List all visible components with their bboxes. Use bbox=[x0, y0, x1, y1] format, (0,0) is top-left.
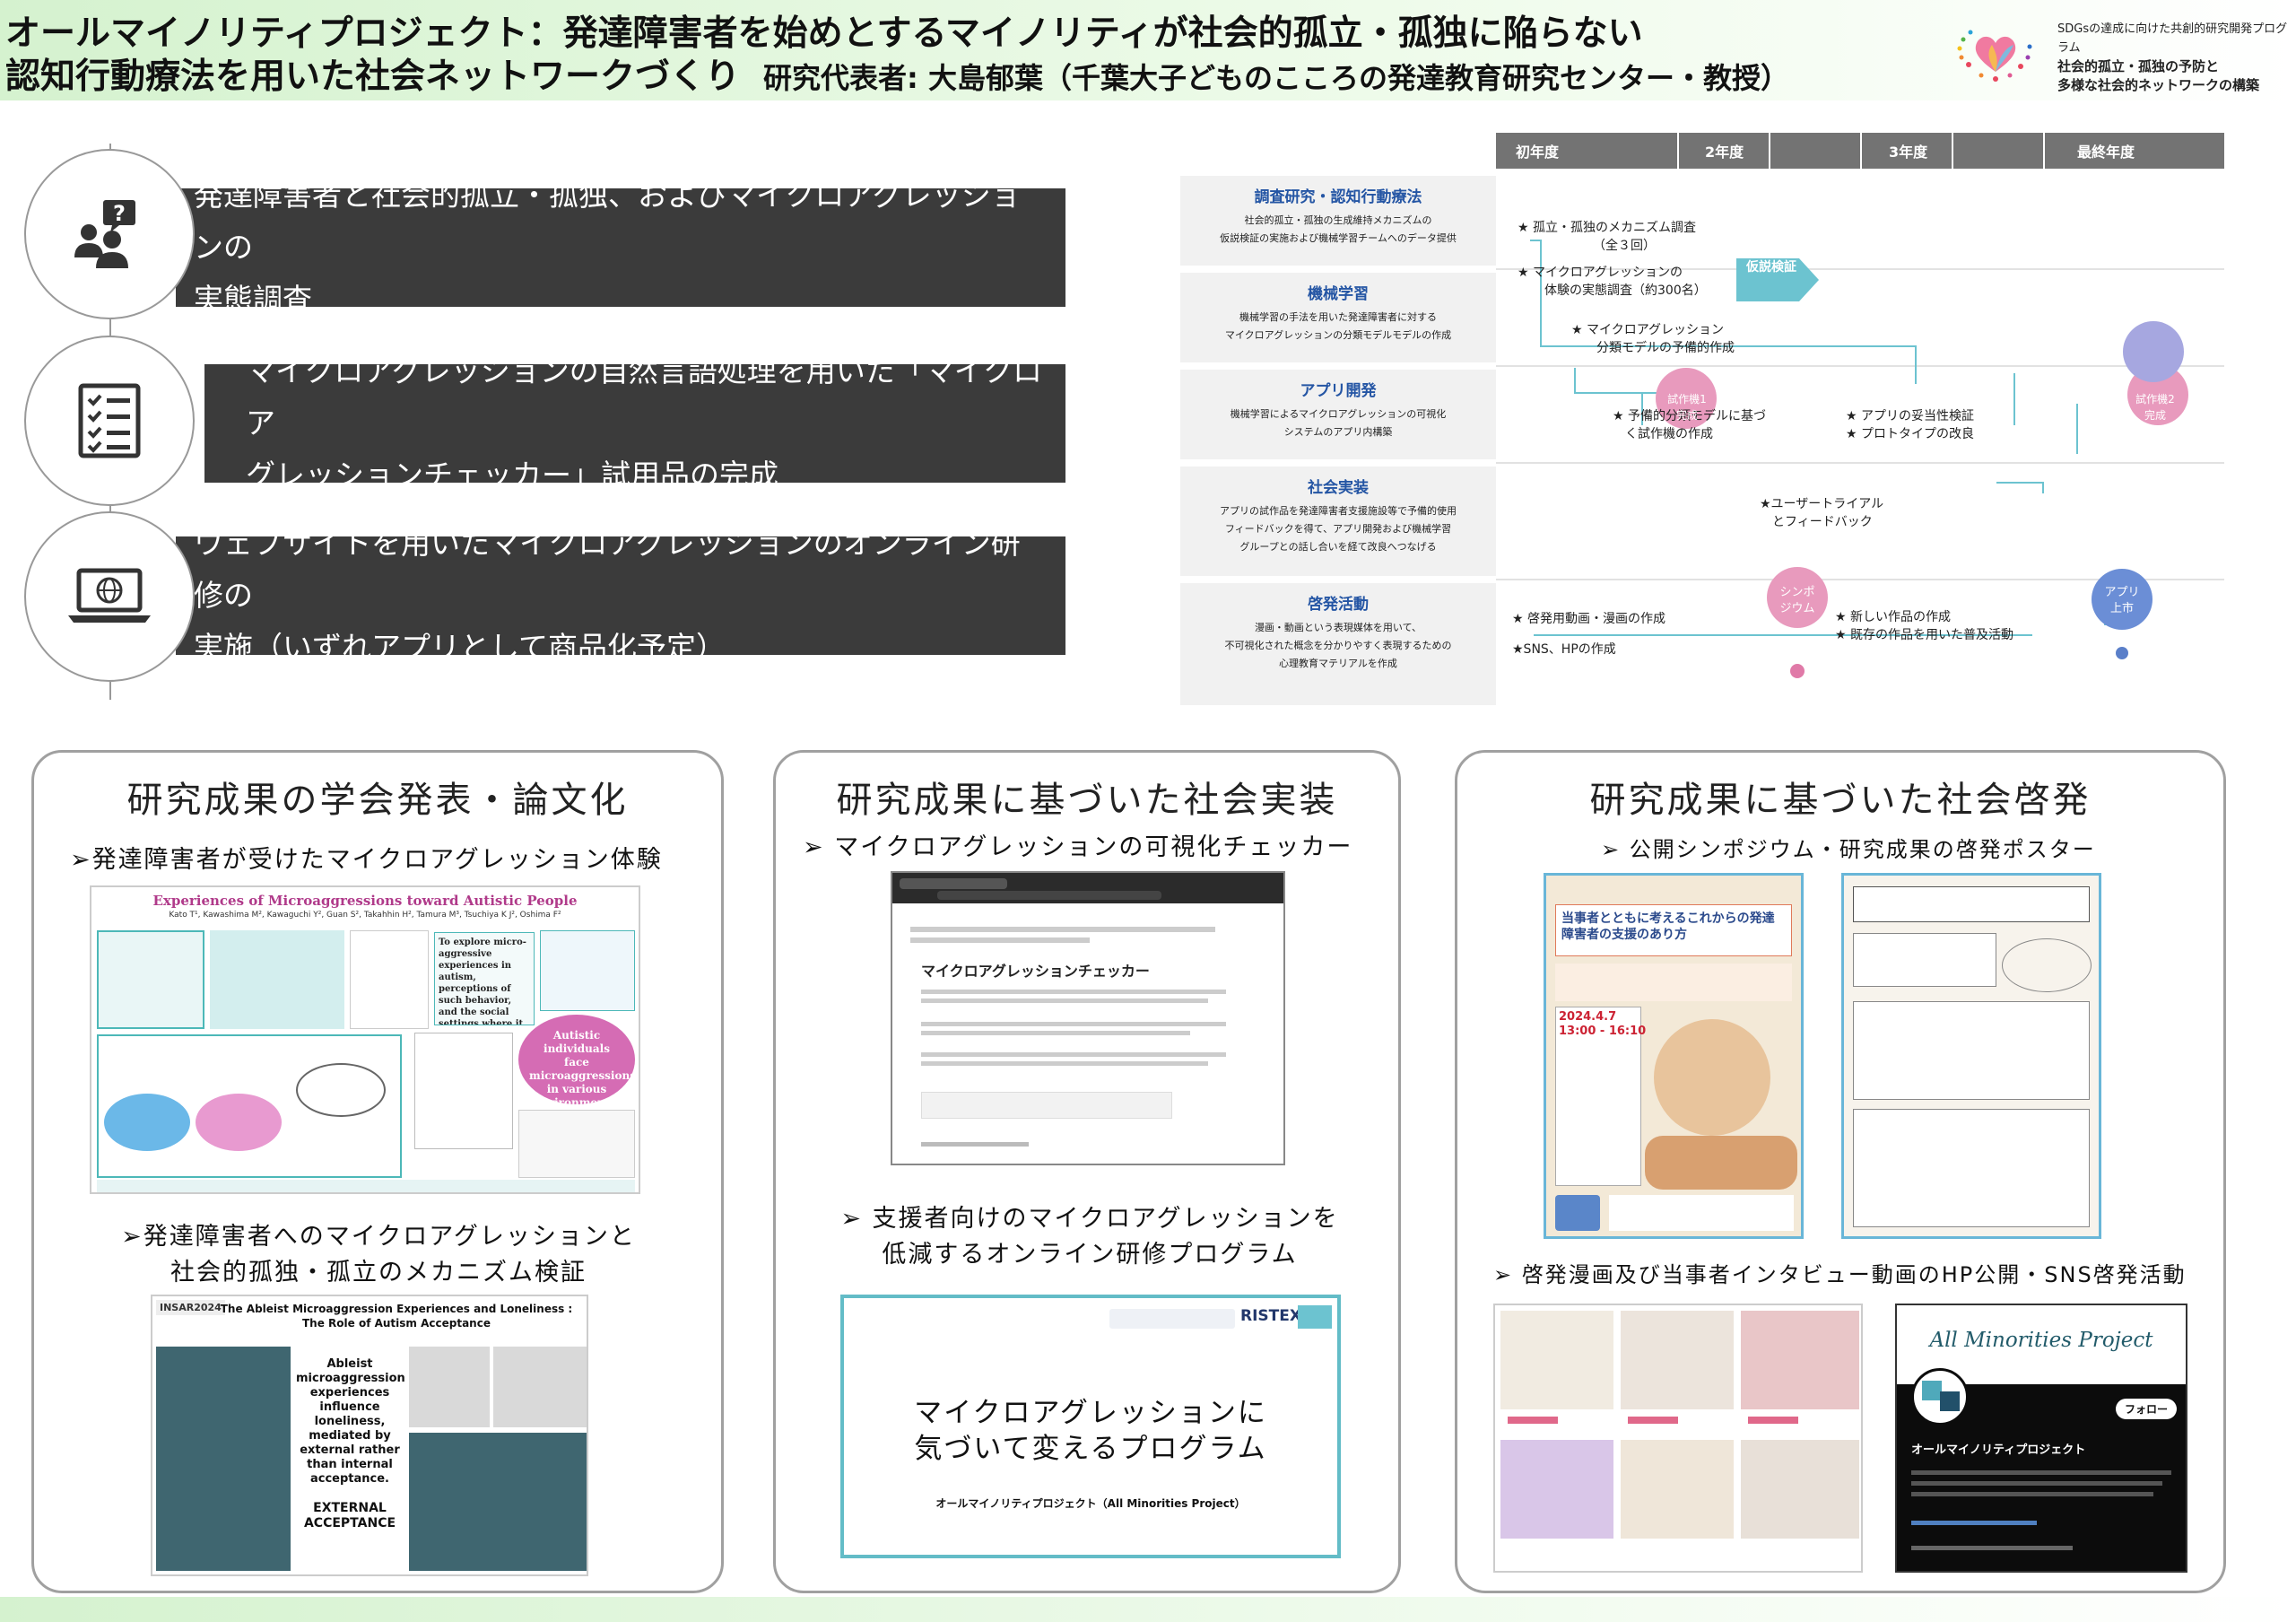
awareness-item-3: ★ 新しい作品の作成★ 既存の作品を用いた普及活動 bbox=[1835, 610, 2014, 642]
roadmap-row-implementation: 社会実装アプリの試作品を発達障害者支援施設等で予備的使用フィードバックを得て、ア… bbox=[1180, 467, 2224, 576]
survey-item-2: ★ マイクロアグレッションの体験の実態調査（約300名） bbox=[1518, 266, 1707, 298]
hypothesis-label: 仮説検証 bbox=[1746, 260, 1796, 275]
panel-awareness: 研究成果に基づいた社会啓発 ➢ 公開シンポジウム・研究成果の啓発ポスター 当事者… bbox=[1455, 750, 2226, 1593]
awareness-item-1: ★ 啓発用動画・漫画の作成 bbox=[1512, 612, 1666, 626]
objective-2: マイクロアグレッションの自然言語処理を用いた「マイクロアグレッションチェッカー」… bbox=[204, 353, 1065, 493]
panel-implementation: 研究成果に基づいた社会実装 ➢ マイクロアグレッションの可視化チェッカー マイク… bbox=[773, 750, 1401, 1593]
objective-3-circle bbox=[24, 511, 195, 682]
checklist-icon bbox=[78, 383, 141, 458]
roadmap-row-ml: 機械学習機械学習の手法を用いた発達障害者に対するマイクロアグレッションの分類モデ… bbox=[1180, 273, 2224, 362]
objective-2-circle bbox=[24, 336, 195, 506]
panel-implementation-title: 研究成果に基づいた社会実装 bbox=[836, 780, 1338, 821]
academic-sub-1: ➢発達障害者が受けたマイクロアグレッション体験 bbox=[70, 846, 663, 874]
objective-3: ウェブサイトを用いたマイクロアグレッションのオンライン研修の実施（いずれアプリと… bbox=[176, 526, 1065, 665]
footer-band bbox=[0, 1597, 2296, 1622]
objective-1: 発達障害者と社会的孤立・孤独、およびマイクロアグレッションの実態調査 bbox=[176, 178, 1065, 317]
roadmap-row-app: アプリ開発機械学習によるマイクロアグレッションの可視化システムのアプリ内構築 bbox=[1180, 370, 2224, 459]
awareness-sub-2: ➢ 啓発漫画及び当事者インタビュー動画のHP公開・SNS啓発活動 bbox=[1493, 1262, 2187, 1287]
prototype2-milestone bbox=[2123, 321, 2184, 382]
app-item-2: ★ アプリの妥当性検証★ プロトタイプの改良 bbox=[1846, 409, 1975, 441]
program-cover: RISTEX マイクロアグレッションに気づいて変えるプログラム オールマイノリテ… bbox=[840, 1295, 1341, 1558]
implementation-sub-1: ➢ マイクロアグレッションの可視化チェッカー bbox=[803, 833, 1353, 861]
survey-item-1: ★ 孤立・孤独のメカニズム調査（全３回） bbox=[1518, 221, 1697, 253]
implementation-item: ★ユーザートライアルとフィードバック bbox=[1760, 497, 1884, 529]
year-1: 初年度 bbox=[1516, 144, 1560, 161]
year-2: 2年度 bbox=[1705, 144, 1744, 161]
roadmap-row-survey: 調査研究・認知行動療法社会的孤立・孤独の生成維持メカニズムの仮説検証の実施および… bbox=[1180, 176, 2224, 266]
page-title: オールマイノリティプロジェクト：発達障害者を始めとするマイノリティが社会的孤立・… bbox=[5, 13, 1643, 54]
sns-profile: All Minorities Project フォロー オールマイノリティプロジ… bbox=[1895, 1304, 2187, 1573]
awareness-sub-1: ➢ 公開シンポジウム・研究成果の啓発ポスター bbox=[1601, 837, 2096, 862]
heart-logo-icon bbox=[1957, 30, 2032, 82]
header-band bbox=[0, 0, 2296, 100]
implementation-sub-2: ➢ 支援者向けのマイクロアグレッションを低減するオンライン研修プログラム bbox=[840, 1205, 1339, 1269]
release-milestone bbox=[2092, 569, 2152, 630]
roadmap-year-header: 初年度 2年度 3年度 最終年度 bbox=[1496, 133, 2224, 169]
svg-text:?: ? bbox=[113, 201, 126, 226]
objective-1-circle: ? bbox=[24, 149, 195, 319]
panel-awareness-title: 研究成果に基づいた社会啓発 bbox=[1589, 780, 2092, 821]
roadmap-arrows bbox=[1496, 240, 2224, 678]
people-question-icon: ? bbox=[74, 200, 135, 268]
ml-item: ★ マイクロアグレッション分類モデルの予備的作成 bbox=[1571, 323, 1735, 355]
checker-screenshot: マイクロアグレッションチェッカー bbox=[891, 871, 1285, 1165]
roadmap-chart: 初年度 2年度 3年度 最終年度 調査研究・認知行動療法社会的孤立・孤独の生成維… bbox=[1180, 133, 2224, 707]
academic-sub-2: ➢発達障害者へのマイクロアグレッションと社会的孤独・孤立のメカニズム検証 bbox=[121, 1223, 636, 1286]
symposium-label: シンポジウム bbox=[1779, 586, 1815, 615]
year-4: 最終年度 bbox=[2077, 144, 2135, 161]
poster-loneliness: INSAR2024 The Ableist Microaggression Ex… bbox=[151, 1295, 588, 1576]
app-item-1: ★ 予備的分類モデルに基づく試作機の作成 bbox=[1613, 409, 1767, 441]
page-subtitle: 認知行動療法を用いた社会ネットワークづくり研究代表者: 大島郁葉（千葉大子どもの… bbox=[5, 48, 1789, 99]
manga-grid bbox=[1493, 1304, 1863, 1573]
awareness-item-2: ★SNS、HPの作成 bbox=[1512, 642, 1616, 657]
program-logo-text: SDGsの達成に向けた共創的研究開発プログラム 社会的孤立・孤独の予防と 多様な… bbox=[2057, 22, 2288, 93]
panel-academic: 研究成果の学会発表・論文化 ➢発達障害者が受けたマイクロアグレッション体験 Ex… bbox=[31, 750, 724, 1593]
checker-title: マイクロアグレッションチェッカー bbox=[921, 963, 1150, 980]
roadmap-row-awareness: 啓発活動漫画・動画という表現媒体を用いて、不可視化された概念を分かりやすく表現す… bbox=[1180, 583, 2224, 705]
sns-follow-button: フォロー bbox=[2116, 1399, 2178, 1419]
release-label: アプリ上市 bbox=[2104, 586, 2140, 615]
principal-investigator: 研究代表者: 大島郁葉（千葉大子どものこころの発達教育研究センター・教授） bbox=[763, 61, 1789, 95]
hypothesis-arrow bbox=[1736, 258, 1819, 301]
research-poster bbox=[1841, 873, 2101, 1239]
symposium-milestone bbox=[1767, 567, 1828, 628]
poster-microaggression: Experiences of Microaggressions toward A… bbox=[90, 885, 640, 1194]
panel-academic-title: 研究成果の学会発表・論文化 bbox=[126, 780, 629, 821]
laptop-globe-icon bbox=[68, 568, 151, 623]
year-3: 3年度 bbox=[1889, 144, 1928, 161]
prototype1-milestone bbox=[1656, 368, 1717, 429]
title-line2: 認知行動療法を用いた社会ネットワークづくり bbox=[5, 57, 741, 97]
